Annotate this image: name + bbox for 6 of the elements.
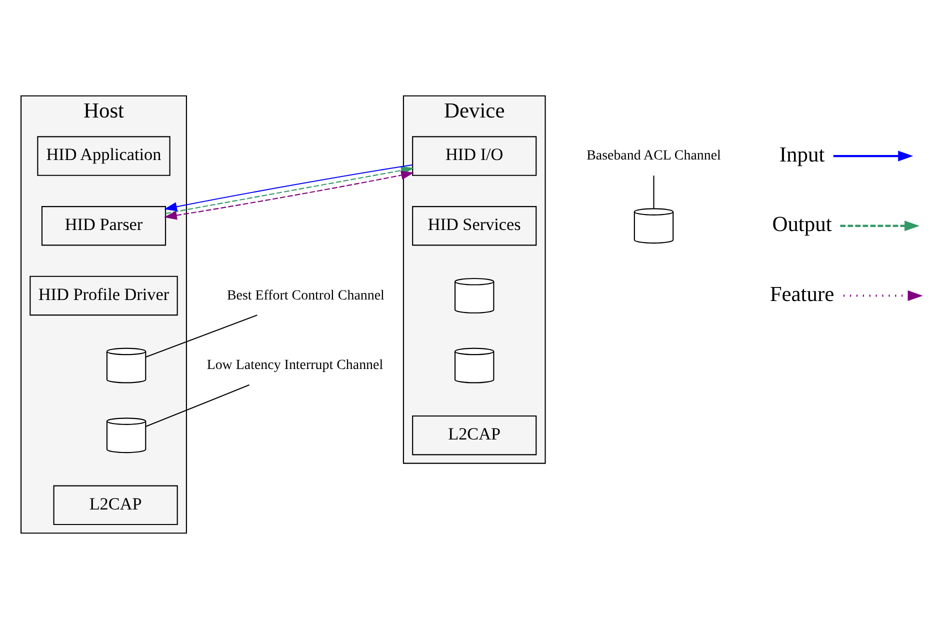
legend-label: Feature xyxy=(770,282,834,306)
legend-label: Output xyxy=(772,212,832,236)
legend-label: Input xyxy=(779,142,825,166)
node-text: Baseband ACL Channel xyxy=(586,148,721,164)
node-text: Best Effort Control Channel xyxy=(226,288,384,303)
node-text: Low Latency Interrupt Channel xyxy=(206,358,384,373)
